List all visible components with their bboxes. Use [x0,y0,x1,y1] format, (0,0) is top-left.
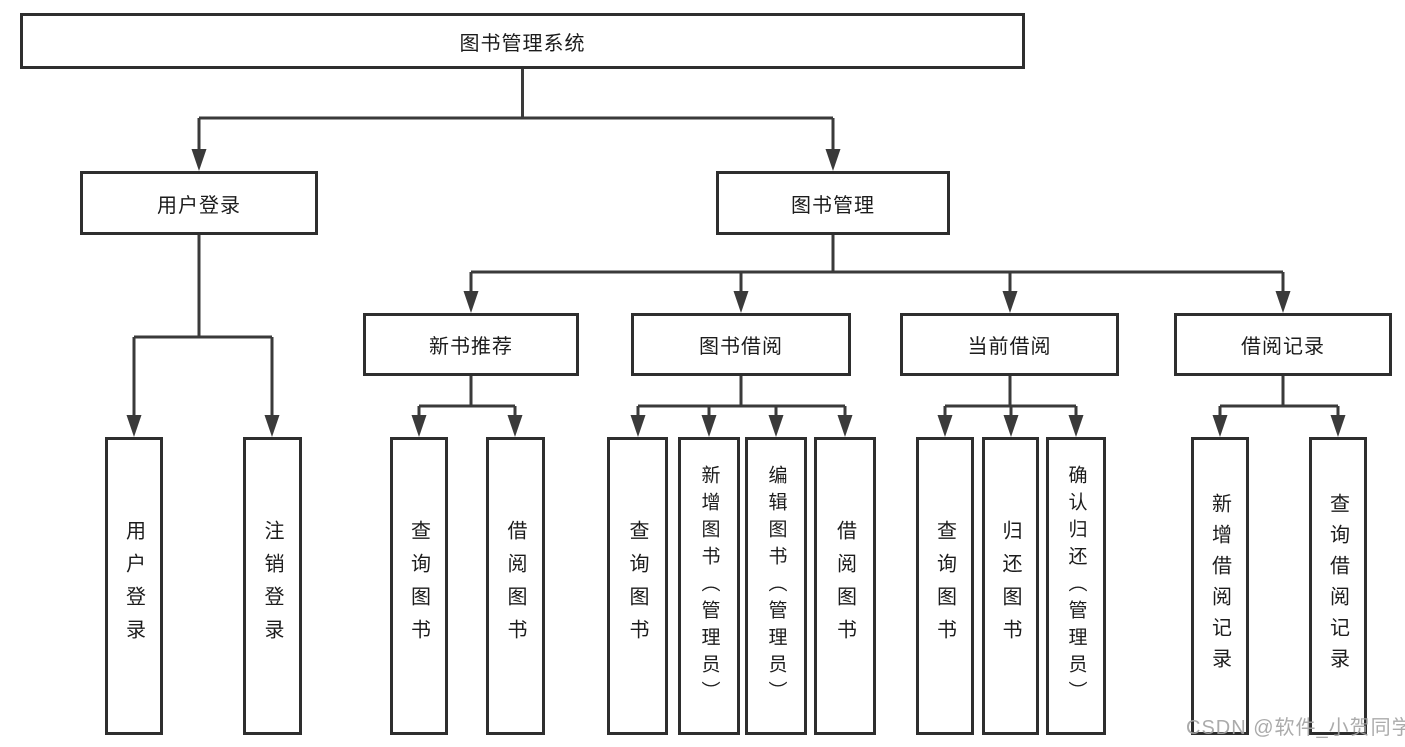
leaf-cb-return-book-label: 归还图书 [999,520,1021,652]
leaf-bb-edit-book-admin: 编辑图书（管理员） [745,437,807,735]
node-borrow-records: 借阅记录 [1174,313,1392,376]
node-borrow-records-label: 借阅记录 [1241,336,1325,358]
leaf-rec-query-book: 查询图书 [390,437,448,735]
leaf-rec-borrow-book: 借阅图书 [486,437,545,735]
leaf-bb-add-book-admin: 新增图书（管理员） [678,437,740,735]
node-root-label: 图书管理系统 [459,32,586,55]
leaf-user-login-label: 用户登录 [122,520,145,652]
leaf-br-add-record-label: 新增借阅记录 [1208,493,1231,679]
leaf-bb-query-book-label: 查询图书 [626,520,648,652]
node-book-mgmt-branch-label: 图书管理 [791,194,875,217]
leaf-cb-confirm-return-admin: 确认归还（管理员） [1046,437,1106,735]
leaf-rec-borrow-book-label: 借阅图书 [504,520,526,652]
node-new-book-rec: 新书推荐 [363,313,579,376]
leaf-bb-edit-book-admin-label: 编辑图书（管理员） [765,464,787,708]
node-book-borrow-label: 图书借阅 [699,336,783,358]
leaf-logout-label: 注销登录 [261,520,283,652]
leaf-bb-borrow-book: 借阅图书 [814,437,876,735]
leaf-user-login: 用户登录 [105,437,163,735]
leaf-bb-query-book: 查询图书 [607,437,668,735]
leaf-cb-confirm-return-admin-label: 确认归还（管理员） [1065,464,1087,708]
node-book-borrow: 图书借阅 [631,313,851,376]
node-book-mgmt-branch: 图书管理 [716,171,950,235]
csdn-watermark: CSDN @软件_小贺同学 [1186,717,1405,739]
node-current-borrow-label: 当前借阅 [967,336,1052,358]
node-user-login-branch-label: 用户登录 [157,194,241,217]
arrowheads [126,149,1346,437]
leaf-br-add-record: 新增借阅记录 [1191,437,1249,735]
node-new-book-rec-label: 新书推荐 [429,336,513,358]
leaf-cb-query-book-label: 查询图书 [933,520,956,652]
leaf-br-query-record-label: 查询借阅记录 [1326,493,1349,679]
leaf-cb-query-book: 查询图书 [916,437,974,735]
leaf-cb-return-book: 归还图书 [982,437,1039,735]
leaf-rec-query-book-label: 查询图书 [407,520,430,652]
leaf-bb-add-book-admin-label: 新增图书（管理员） [698,464,720,708]
node-user-login-branch: 用户登录 [80,171,318,235]
leaf-br-query-record: 查询借阅记录 [1309,437,1367,735]
node-root: 图书管理系统 [20,13,1025,69]
node-current-borrow: 当前借阅 [900,313,1119,376]
leaf-logout: 注销登录 [243,437,302,735]
leaf-bb-borrow-book-label: 借阅图书 [833,520,856,652]
